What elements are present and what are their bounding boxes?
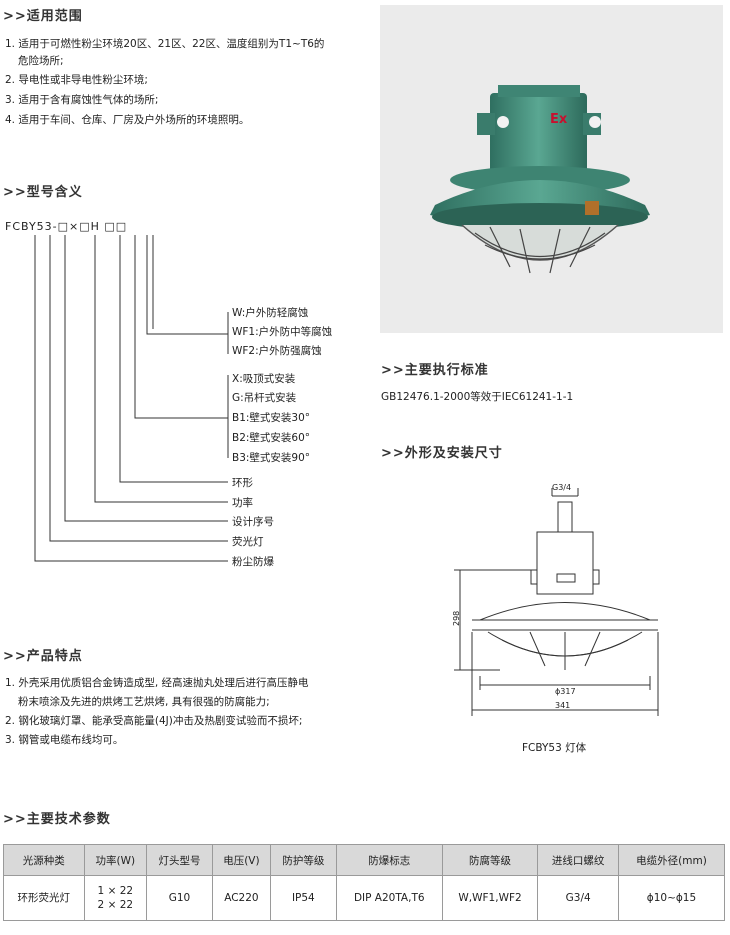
col-thread: 进线口螺纹 [537,844,619,876]
dim-thread: G3/4 [552,483,571,492]
spec-header-row: 光源种类 功率(W) 灯头型号 电压(V) 防护等级 防爆标志 防腐等级 进线口… [3,844,726,876]
dim-height: 298 [452,611,461,626]
cell-ex: DIP A20TA,T6 [335,875,443,921]
col-voltage: 电压(V) [211,844,271,876]
col-power: 功率(W) [83,844,148,876]
product-photo: Ex [380,5,723,333]
label-wf2: WF2:户外防强腐蚀 [232,345,322,357]
model-code: FCBY53-□×□H □□ [5,220,128,233]
dim-outer: 341 [555,701,570,710]
col-cable: 电缆外径(mm) [617,844,726,876]
specs-heading: >>主要技术参数 [3,812,111,827]
cell-source: 环形荧光灯 [3,875,85,921]
dim-inner-dia: ϕ317 [555,687,576,696]
scope-heading: >>适用范围 [3,9,83,24]
standards-heading: >>主要执行标准 [381,363,489,378]
col-ex: 防爆标志 [335,844,443,876]
lamp-illustration: Ex [430,85,650,274]
col-source: 光源种类 [3,844,85,876]
scope-item-3: 3. 适用于含有腐蚀性气体的场所; [5,94,159,106]
standards-text: GB12476.1-2000等效于IEC61241-1-1 [381,391,574,403]
label-dust: 粉尘防爆 [232,556,274,568]
cell-base: G10 [146,875,213,921]
ex-mark: Ex [550,112,568,127]
model-code-diagram [34,235,229,562]
scope-item-2: 2. 导电性或非导电性粉尘环境; [5,74,148,86]
scope-item-4: 4. 适用于车间、仓库、厂房及户外场所的环境照明。 [5,114,250,126]
label-b3: B3:壁式安装90° [232,452,311,464]
label-fluor: 荧光灯 [232,536,264,548]
feature-item-1: 1. 外壳采用优质铝合金铸造成型, 经高速抛丸处理后进行高压静电 [5,677,309,689]
cell-power-2: 2 × 22 [97,899,134,911]
dimension-drawing: G3/4 298 ϕ317 341 [452,483,659,716]
scope-item-1: 1. 适用于可燃性粉尘环境20区、21区、22区、温度组别为T1~T6的 [5,38,325,50]
cell-cable: ϕ10~ϕ15 [617,875,726,921]
cell-thread: G3/4 [537,875,619,921]
cell-corrosion: W,WF1,WF2 [441,875,539,921]
feature-item-2: 2. 钢化玻璃灯罩、能承受高能量(4J)冲击及热剧变试验而不损坏; [5,715,303,727]
feature-item-3: 3. 钢管或电缆布线均可。 [5,734,124,746]
spec-table: 光源种类 功率(W) 灯头型号 电压(V) 防护等级 防爆标志 防腐等级 进线口… [3,844,726,921]
cell-ip: IP54 [269,875,337,921]
cell-power-1: 1 × 22 [97,885,134,897]
cell-voltage: AC220 [211,875,271,921]
dimension-caption: FCBY53 灯体 [522,742,587,754]
feature-item-1-cont: 粉末喷涂及先进的烘烤工艺烘烤, 具有很强的防腐能力; [18,696,270,708]
table-row: 环形荧光灯 1 × 22 2 × 22 G10 AC220 IP54 DIP A… [3,875,726,921]
label-x: X:吸顶式安装 [232,373,296,385]
label-ring: 环形 [232,477,253,489]
label-design: 设计序号 [232,516,274,528]
col-base: 灯头型号 [146,844,213,876]
col-ip: 防护等级 [269,844,337,876]
label-b2: B2:壁式安装60° [232,432,311,444]
features-heading: >>产品特点 [3,649,83,664]
label-b1: B1:壁式安装30° [232,412,311,424]
col-corrosion: 防腐等级 [441,844,539,876]
label-power: 功率 [232,497,253,509]
scope-item-1-cont: 危险场所; [18,55,64,67]
label-wf1: WF1:户外防中等腐蚀 [232,326,333,338]
dimensions-heading: >>外形及安装尺寸 [381,446,503,461]
cell-power: 1 × 22 2 × 22 [83,875,148,921]
label-g: G:吊杆式安装 [232,392,297,404]
label-w: W:户外防轻腐蚀 [232,307,309,319]
model-heading: >>型号含义 [3,185,83,200]
